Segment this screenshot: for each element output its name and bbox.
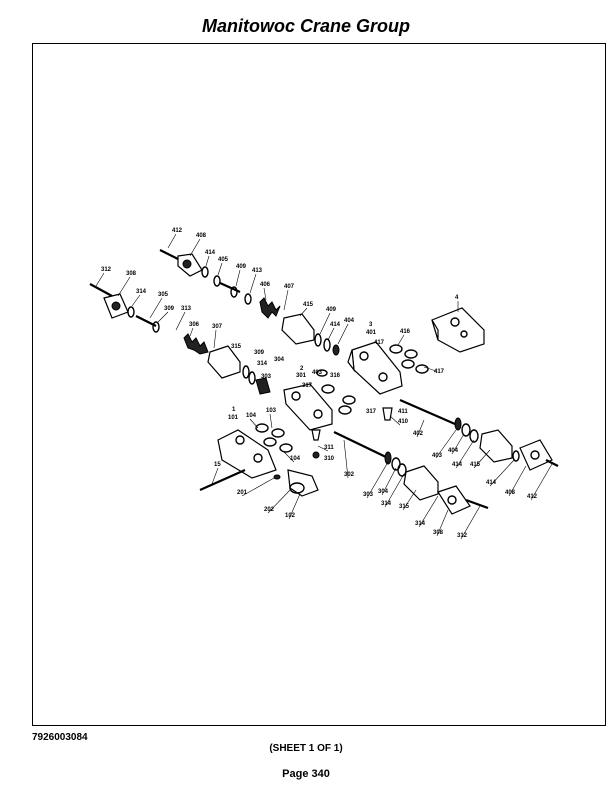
callout-311: 311 bbox=[324, 445, 334, 451]
callout-202: 202 bbox=[264, 507, 275, 513]
callout-103: 103 bbox=[266, 408, 277, 414]
spool-302-and-402 bbox=[333, 398, 559, 515]
callout-201: 201 bbox=[237, 490, 248, 496]
callout-413: 413 bbox=[252, 268, 263, 274]
callout-304: 304 bbox=[274, 357, 285, 363]
callout-409b: 409 bbox=[326, 307, 337, 313]
callout-414b: 414 bbox=[330, 322, 341, 328]
callout-312b: 312 bbox=[457, 533, 468, 539]
callout-412b: 412 bbox=[527, 494, 538, 500]
callout-3: 3 bbox=[369, 322, 373, 328]
callout-414: 414 bbox=[205, 250, 216, 256]
callout-404b: 404 bbox=[448, 448, 459, 454]
callout-305: 305 bbox=[158, 292, 169, 298]
callout-408b: 408 bbox=[505, 490, 516, 496]
callout-317b: 317 bbox=[366, 409, 377, 415]
callout-416: 416 bbox=[400, 329, 411, 335]
callout-404: 404 bbox=[344, 318, 355, 324]
callout-306: 306 bbox=[189, 322, 200, 328]
callout-317: 317 bbox=[302, 383, 313, 389]
page-header-title: Manitowoc Crane Group bbox=[201, 16, 410, 36]
callout-411: 411 bbox=[398, 409, 408, 415]
spool-300-series bbox=[89, 283, 271, 395]
callout-307: 307 bbox=[212, 324, 223, 330]
callout-415b: 415 bbox=[470, 462, 481, 468]
section-4-body bbox=[431, 307, 485, 353]
callout-310: 310 bbox=[324, 456, 335, 462]
callout-403: 403 bbox=[312, 370, 323, 376]
callout-405: 405 bbox=[218, 257, 229, 263]
callout-313: 313 bbox=[181, 306, 192, 312]
callout-15: 15 bbox=[214, 462, 221, 468]
callout-316: 316 bbox=[330, 373, 341, 379]
spool-400-series bbox=[159, 249, 340, 356]
callout-309b: 309 bbox=[254, 350, 265, 356]
callout-408: 408 bbox=[196, 233, 207, 239]
callout-303: 303 bbox=[261, 374, 272, 380]
callout-406: 406 bbox=[260, 282, 271, 288]
callout-410: 410 bbox=[398, 419, 409, 425]
callout-415: 415 bbox=[303, 302, 314, 308]
callout-409: 409 bbox=[236, 264, 247, 270]
callout-308: 308 bbox=[126, 271, 137, 277]
callout-414c: 414 bbox=[452, 462, 463, 468]
callout-309: 309 bbox=[164, 306, 175, 312]
callout-302: 302 bbox=[344, 472, 355, 478]
section-2-body bbox=[283, 383, 333, 431]
callout-301: 301 bbox=[296, 373, 307, 379]
section-3-body bbox=[316, 341, 429, 415]
callout-303b: 303 bbox=[363, 492, 374, 498]
callout-312: 312 bbox=[101, 267, 112, 273]
callout-104: 104 bbox=[246, 413, 257, 419]
callout-417b: 417 bbox=[434, 369, 445, 375]
sheet-indicator: (SHEET 1 OF 1) bbox=[269, 743, 343, 754]
diagram-frame bbox=[32, 43, 606, 726]
callout-315: 315 bbox=[231, 344, 242, 350]
callout-314b: 314 bbox=[257, 361, 268, 367]
callout-labels: 412 408 414 405 409 413 406 407 312 308 … bbox=[101, 228, 538, 539]
callout-101: 101 bbox=[228, 415, 239, 421]
callout-417: 417 bbox=[374, 340, 385, 346]
callout-401: 401 bbox=[366, 330, 377, 336]
page-number: Page 340 bbox=[282, 768, 330, 780]
callout-4: 4 bbox=[455, 295, 459, 301]
callout-1: 1 bbox=[232, 407, 236, 413]
section-1-body bbox=[199, 423, 321, 497]
callout-412: 412 bbox=[172, 228, 183, 234]
callout-314: 314 bbox=[136, 289, 147, 295]
callout-314c: 314 bbox=[381, 501, 392, 507]
callout-2: 2 bbox=[300, 366, 304, 372]
callout-414d: 414 bbox=[486, 480, 497, 486]
document-number: 7926003084 bbox=[32, 732, 88, 743]
leader-lines bbox=[95, 233, 553, 540]
callout-314d: 314 bbox=[415, 521, 426, 527]
callout-407: 407 bbox=[284, 284, 295, 290]
callout-315b: 315 bbox=[399, 504, 410, 510]
callout-104b: 104 bbox=[290, 456, 301, 462]
